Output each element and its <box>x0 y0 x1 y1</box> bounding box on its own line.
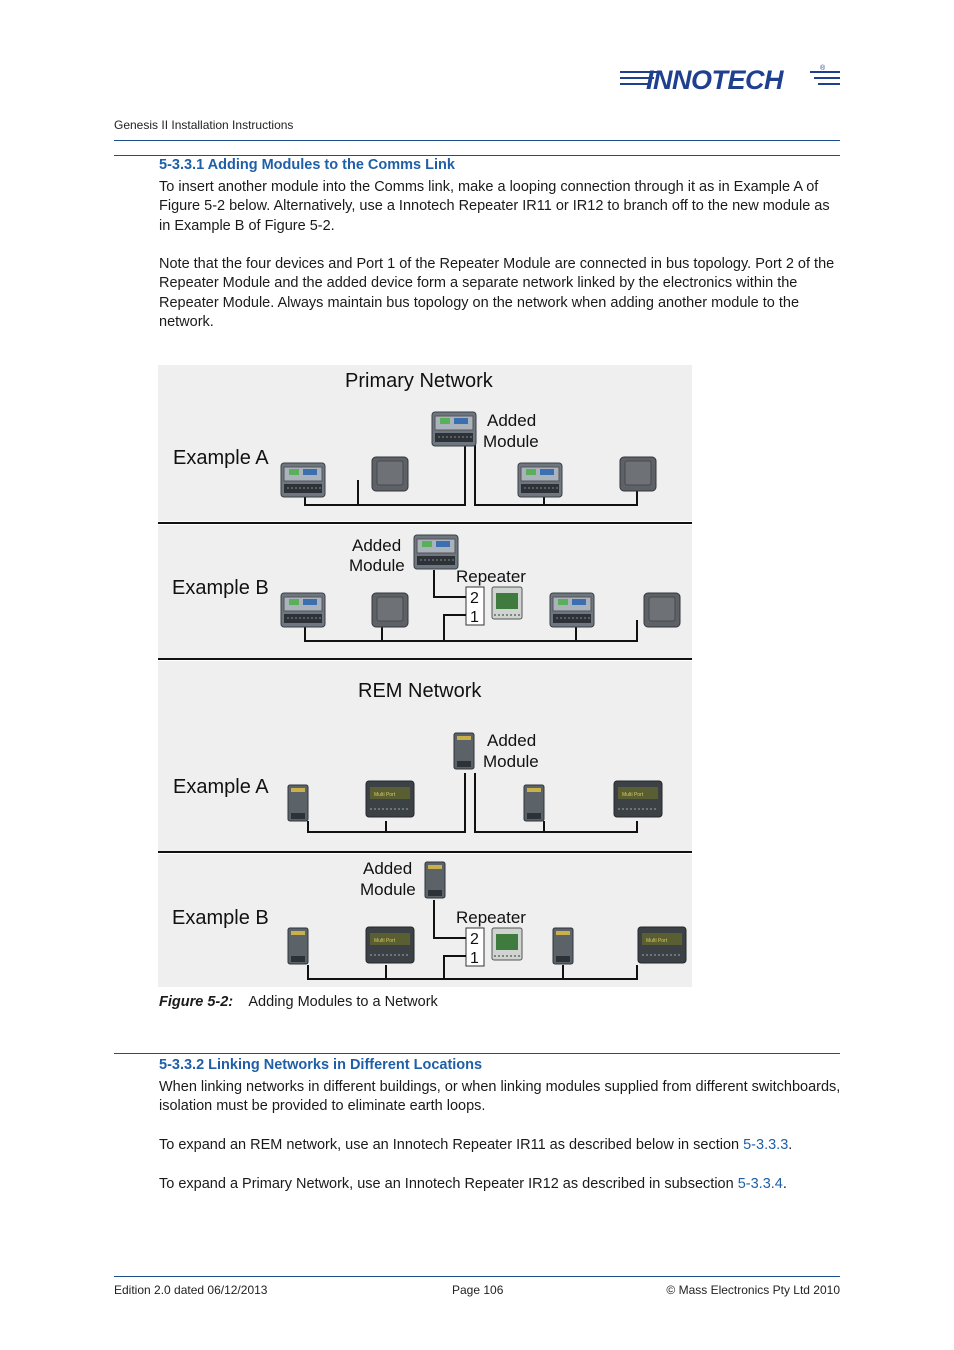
figure-caption-label: Figure 5-2: <box>159 994 234 1010</box>
port-2-label: 2 <box>470 931 479 948</box>
rem-module-device <box>287 927 309 965</box>
enclosure-device <box>619 456 657 492</box>
added-label: Added <box>487 411 536 430</box>
controller-device <box>549 592 595 628</box>
enclosure-device <box>371 592 409 628</box>
added-rem-module-device <box>424 861 446 899</box>
repeater-device <box>491 586 523 620</box>
section-heading: 5-3.3.2 Linking Networks in Different Lo… <box>159 1057 483 1073</box>
enclosure-device <box>643 592 681 628</box>
network-figure: Multi Port Primary Network Example A Add… <box>158 365 692 987</box>
document-title: Genesis II Installation Instructions <box>114 118 294 132</box>
section-rule <box>114 155 840 156</box>
multiport-device <box>613 780 663 818</box>
paragraph: To expand a Primary Network, use an Inno… <box>159 1176 787 1192</box>
paragraph: When linking networks in different build… <box>159 1079 841 1115</box>
module-label: Module <box>483 752 539 771</box>
controller-device <box>280 592 326 628</box>
copyright-text: © Mass Electronics Pty Ltd 2010 <box>666 1283 840 1297</box>
port-1-label: 1 <box>470 609 479 626</box>
section-heading: 5-3.3.1 Adding Modules to the Comms Link <box>159 157 455 173</box>
page-number: Page 106 <box>452 1283 504 1297</box>
figure-caption-text: Adding Modules to a Network <box>248 994 438 1010</box>
enclosure-device <box>371 456 409 492</box>
controller-device <box>280 462 326 498</box>
added-controller-device <box>431 411 477 447</box>
added-controller-device <box>413 534 459 570</box>
repeater-label: Repeater <box>456 567 526 586</box>
port-1-label: 1 <box>470 950 479 967</box>
added-rem-module-device <box>453 732 475 770</box>
module-label: Module <box>483 432 539 451</box>
edition-text: Edition 2.0 dated 06/12/2013 <box>114 1283 268 1297</box>
repeater-label: Repeater <box>456 908 526 927</box>
example-b-label: Example B <box>172 907 269 929</box>
paragraph: To expand an REM network, use an Innotec… <box>159 1137 793 1153</box>
multiport-device <box>365 780 415 818</box>
innotech-logo: INNOTECH ® <box>620 62 842 96</box>
paragraph: To insert another module into the Comms … <box>159 179 830 234</box>
footer-rule <box>114 1276 840 1277</box>
figure-caption: Figure 5-2: Adding Modules to a Network <box>159 994 438 1010</box>
header-rule <box>114 140 840 141</box>
svg-text:®: ® <box>820 64 826 72</box>
rem-network-title: REM Network <box>358 680 482 702</box>
logo-wordmark: INNOTECH <box>646 65 784 95</box>
rem-module-device <box>287 784 309 822</box>
repeater-device <box>491 927 523 961</box>
controller-device <box>517 462 563 498</box>
module-label: Module <box>349 556 405 575</box>
primary-network-title: Primary Network <box>345 370 494 392</box>
multiport-device <box>365 926 415 964</box>
rem-module-device <box>552 927 574 965</box>
added-label: Added <box>352 536 401 555</box>
example-a-label: Example A <box>173 447 269 469</box>
paragraph: Note that the four devices and Port 1 of… <box>159 256 835 330</box>
added-label: Added <box>363 859 412 878</box>
section-link[interactable]: 5-3.3.4 <box>737 1176 783 1192</box>
section-rule <box>114 1053 840 1054</box>
example-a-label: Example A <box>173 776 269 798</box>
example-b-label: Example B <box>172 577 269 599</box>
module-label: Module <box>360 880 416 899</box>
multiport-device <box>637 926 687 964</box>
added-label: Added <box>487 731 536 750</box>
port-2-label: 2 <box>470 590 479 607</box>
rem-module-device <box>523 784 545 822</box>
section-link[interactable]: 5-3.3.3 <box>743 1137 789 1153</box>
